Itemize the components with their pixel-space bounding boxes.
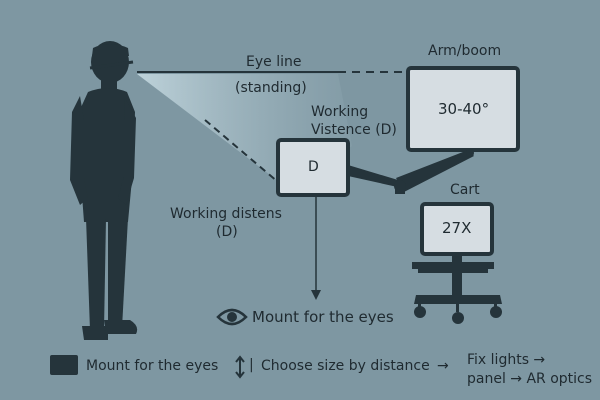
arm-boom-label: Arm/boom [428,43,502,59]
legend: Mount for the eyes | Choose size by dist… [0,350,600,400]
eye-line-label: Eye line [246,54,302,70]
mount-eyes-label: Mount for the eyes [252,308,394,326]
standing-label: (standing) [235,80,307,96]
cart-monitor-label: 27X [442,219,472,237]
monitor-angle-label: 30-40° [438,100,490,118]
person-figure [70,41,138,340]
working-distens-label-1: Working distens [170,206,282,222]
legend-divider: | [249,357,254,373]
legend-item-size: Choose size by distance [261,358,430,374]
legend-arrow: → [437,358,449,374]
monitor-arm [348,149,474,194]
working-distens-label-2: (D) [216,224,238,240]
working-vistence-label-2: Vistence (D) [311,122,397,138]
legend-item-fix-2: panel → AR optics [467,371,593,387]
up-down-arrow-icon [235,355,245,379]
cart-label: Cart [450,182,480,198]
legend-swatch [50,355,78,375]
sight-line-dashed [204,119,279,183]
working-vistence-label-1: Working [311,104,369,120]
legend-item-mount: Mount for the eyes [86,358,219,374]
small-monitor-label: D [308,159,319,175]
cart-stand [412,254,502,324]
distance-arrow-head [311,290,321,300]
eye-icon [216,308,248,326]
legend-item-fix-1: Fix lights → [467,352,546,368]
boom-monitor [406,66,520,152]
